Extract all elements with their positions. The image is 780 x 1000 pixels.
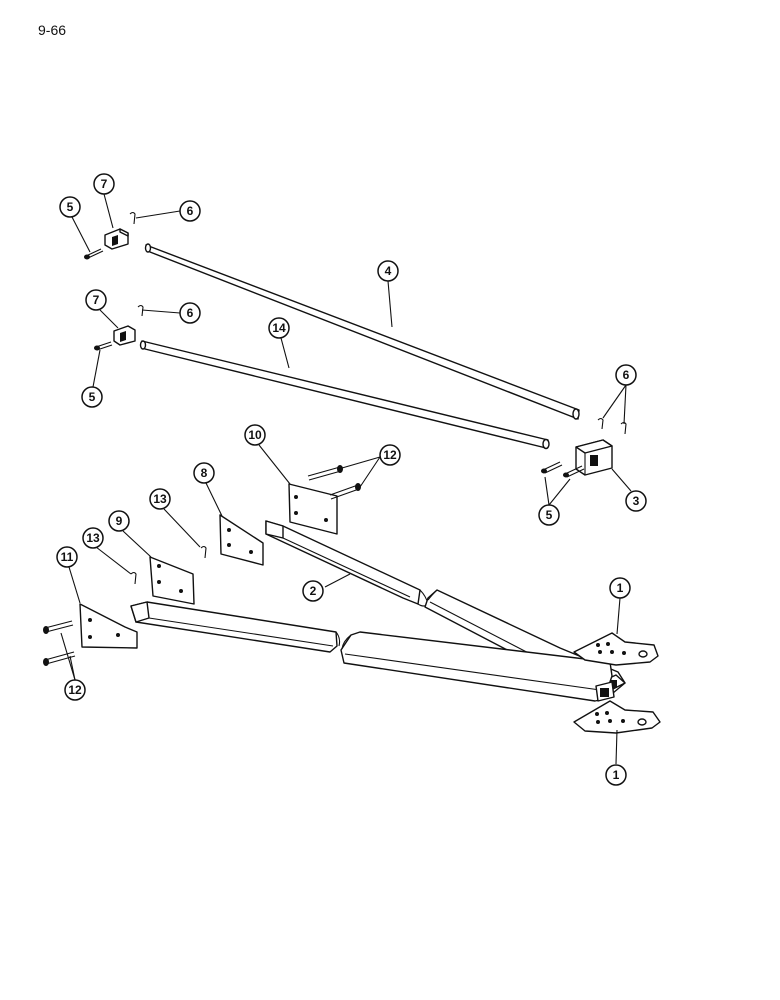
page-number: 9-66 bbox=[38, 22, 67, 38]
svg-text:13: 13 bbox=[153, 492, 167, 506]
clip-part-13-upper bbox=[200, 545, 207, 559]
plate-part-1-upper bbox=[573, 632, 659, 666]
callout-5-lower: 5 bbox=[81, 386, 103, 408]
callout-13-lower: 13 bbox=[82, 527, 104, 549]
callout-6-right: 6 bbox=[615, 364, 637, 386]
svg-text:1: 1 bbox=[617, 581, 624, 595]
svg-text:5: 5 bbox=[546, 508, 553, 522]
beam-part-2-lower bbox=[130, 601, 615, 702]
bracket-part-11 bbox=[79, 603, 138, 649]
svg-text:3: 3 bbox=[633, 494, 640, 508]
svg-text:5: 5 bbox=[67, 200, 74, 214]
bolts-part-5-right bbox=[541, 461, 585, 478]
svg-text:1: 1 bbox=[613, 768, 620, 782]
clip-part-6-upper bbox=[129, 211, 136, 225]
svg-text:14: 14 bbox=[272, 321, 286, 335]
callout-9: 9 bbox=[108, 510, 130, 532]
svg-text:8: 8 bbox=[201, 466, 208, 480]
callout-4: 4 bbox=[377, 260, 399, 282]
tube-part-4 bbox=[144, 243, 580, 420]
bolt-part-5-upper bbox=[84, 248, 104, 260]
svg-text:7: 7 bbox=[93, 293, 100, 307]
pins-part-12-right bbox=[307, 465, 361, 500]
svg-text:4: 4 bbox=[385, 264, 392, 278]
svg-text:6: 6 bbox=[623, 368, 630, 382]
callout-6-upper: 6 bbox=[179, 200, 201, 222]
clip-part-6-right bbox=[597, 417, 627, 435]
svg-text:5: 5 bbox=[89, 390, 96, 404]
clamp-part-7-upper bbox=[104, 228, 129, 250]
callout-10: 10 bbox=[244, 424, 266, 446]
svg-text:6: 6 bbox=[187, 306, 194, 320]
plate-part-1-lower bbox=[573, 700, 661, 734]
callout-7-upper: 7 bbox=[93, 173, 115, 195]
callout-11: 11 bbox=[56, 546, 78, 568]
svg-text:12: 12 bbox=[383, 448, 397, 462]
clamp-part-7-lower bbox=[113, 325, 136, 346]
callout-5-upper: 5 bbox=[59, 196, 81, 218]
callout-14: 14 bbox=[268, 317, 290, 339]
callout-13-upper: 13 bbox=[149, 488, 171, 510]
svg-text:10: 10 bbox=[248, 428, 262, 442]
callout-1-lower: 1 bbox=[605, 764, 627, 786]
bolt-part-5-lower bbox=[94, 341, 113, 351]
callout-1-upper: 1 bbox=[609, 577, 631, 599]
callout-6-lower: 6 bbox=[179, 302, 201, 324]
callout-12-right: 12 bbox=[379, 444, 401, 466]
clamp-part-3 bbox=[575, 439, 613, 476]
bracket-part-10 bbox=[288, 483, 338, 535]
svg-text:7: 7 bbox=[101, 177, 108, 191]
callout-3: 3 bbox=[625, 490, 647, 512]
svg-text:12: 12 bbox=[68, 683, 82, 697]
callout-2: 2 bbox=[302, 580, 324, 602]
callout-7-lower: 7 bbox=[85, 289, 107, 311]
leader-lines bbox=[60, 193, 632, 765]
callout-5-right: 5 bbox=[538, 504, 560, 526]
callout-8: 8 bbox=[193, 462, 215, 484]
pins-part-12-left bbox=[43, 620, 76, 666]
bracket-part-8 bbox=[219, 514, 264, 566]
tube-part-14 bbox=[139, 340, 550, 450]
svg-text:2: 2 bbox=[310, 584, 317, 598]
svg-text:13: 13 bbox=[86, 531, 100, 545]
svg-text:9: 9 bbox=[116, 514, 123, 528]
svg-text:6: 6 bbox=[187, 204, 194, 218]
clip-part-13-lower bbox=[130, 571, 137, 585]
callout-12-left: 12 bbox=[64, 679, 86, 701]
clip-part-6-lower bbox=[137, 304, 144, 317]
bracket-part-9 bbox=[149, 556, 195, 605]
svg-text:11: 11 bbox=[61, 550, 74, 564]
